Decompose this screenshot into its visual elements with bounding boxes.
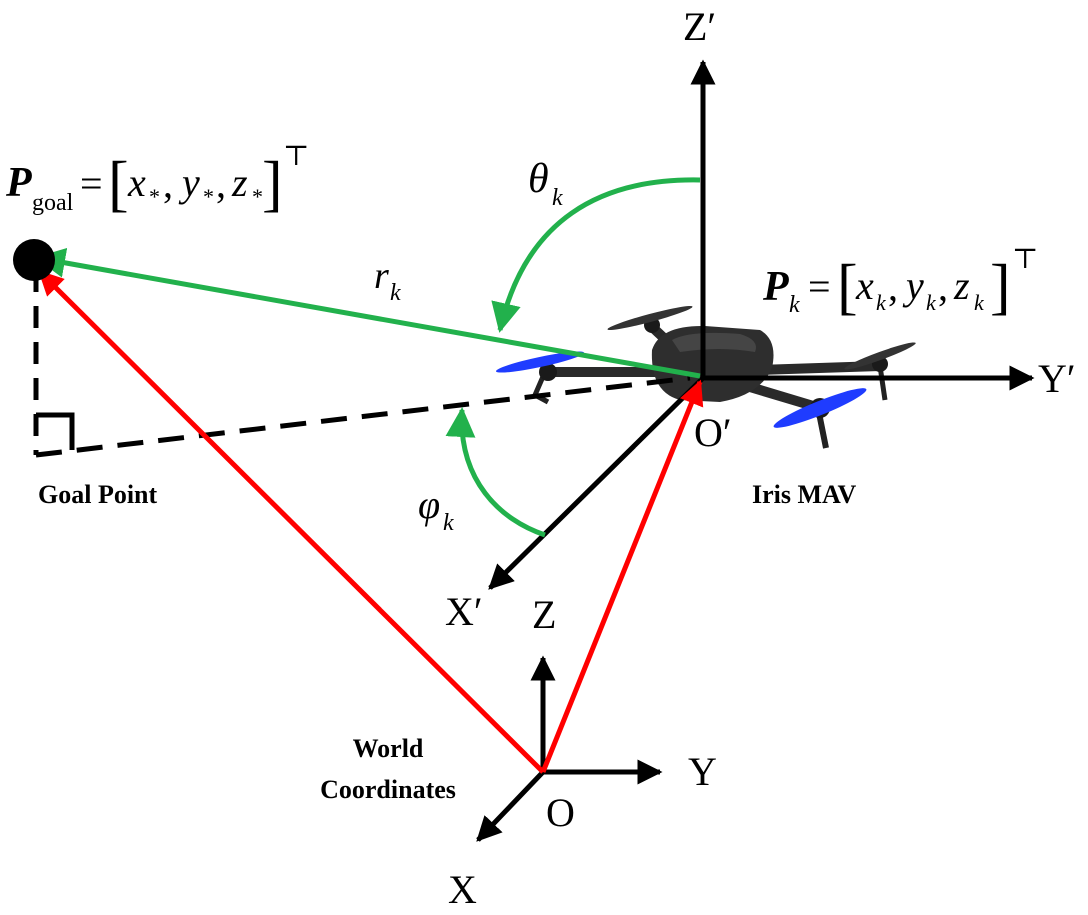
p-k-transpose: ⊤ xyxy=(1012,244,1038,275)
goal-point-label: Goal Point xyxy=(38,480,158,509)
position-vectors xyxy=(38,270,704,774)
p-k-left-bracket: [ xyxy=(837,253,858,321)
world-coordinates-label-line1: World xyxy=(353,734,424,763)
p-k-x-sub: k xyxy=(876,290,887,315)
world-y-axis-label: Y xyxy=(688,749,717,794)
phi-symbol: φ xyxy=(418,482,440,527)
projection-lines xyxy=(33,270,691,458)
phi-angle-arc xyxy=(445,407,546,538)
theta-angle-arc xyxy=(491,177,701,333)
p-goal-x-star: * xyxy=(149,184,160,209)
relative-vector-rk xyxy=(35,247,701,379)
body-y-axis-label: Y′ xyxy=(1038,356,1076,401)
right-angle-marker xyxy=(36,412,75,450)
p-goal-x: x xyxy=(127,160,146,205)
theta-symbol: θ xyxy=(528,156,549,202)
p-goal-transpose: ⊤ xyxy=(283,141,309,172)
p-k-z-sub: k xyxy=(974,290,985,315)
goal-point-marker xyxy=(13,239,55,281)
p-k-equation: P k = [ x k , y k , z k ] ⊤ xyxy=(762,244,1038,321)
iris-mav-label: Iris MAV xyxy=(752,480,856,509)
motor-left xyxy=(539,363,557,381)
goal-horizontal-dashed-line xyxy=(35,375,691,458)
body-x-axis-label: X′ xyxy=(445,589,483,634)
world-origin-label: O xyxy=(546,790,575,835)
phi-label: φ k xyxy=(418,482,454,536)
p-goal-comma1: , xyxy=(163,161,173,206)
rk-subscript: k xyxy=(390,280,401,306)
p-goal-symbol: P xyxy=(5,160,32,206)
p-goal-z-star: * xyxy=(252,184,263,209)
world-z-axis-label: Z xyxy=(532,592,556,637)
body-x-axis xyxy=(488,376,705,590)
p-k-subscript: k xyxy=(789,292,800,318)
propeller-blue-left xyxy=(495,351,585,373)
p-k-comma1: , xyxy=(888,264,898,309)
body-origin-label: O′ xyxy=(694,410,732,455)
phi-subscript: k xyxy=(443,510,454,536)
p-k-comma2: , xyxy=(938,264,948,309)
theta-label: θ k xyxy=(528,156,563,211)
p-k-symbol: P xyxy=(762,264,789,310)
world-frame-axes xyxy=(476,655,663,842)
p-k-right-bracket: ] xyxy=(990,253,1011,321)
rk-symbol: r xyxy=(374,255,389,297)
drone-position-vector xyxy=(540,379,704,773)
propeller-black-back xyxy=(607,305,693,331)
propeller-blue-front xyxy=(773,388,867,428)
drone-body-highlight xyxy=(672,332,756,352)
p-goal-y: y xyxy=(178,160,200,205)
body-z-axis-label: Z′ xyxy=(683,4,716,49)
world-coordinates-label-line2: Coordinates xyxy=(320,775,456,804)
p-k-z: z xyxy=(953,263,970,308)
world-x-axis xyxy=(476,770,545,842)
p-goal-equals: = xyxy=(80,161,103,206)
world-x-axis-label: X xyxy=(448,867,477,912)
body-frame-axes xyxy=(488,59,1035,590)
p-goal-equation: P goal = [ x * , y * , z * ] ⊤ xyxy=(5,141,309,218)
goal-position-vector xyxy=(38,270,545,774)
p-goal-z: z xyxy=(231,160,248,205)
p-goal-subscript: goal xyxy=(32,190,74,216)
p-goal-comma2: , xyxy=(216,161,226,206)
rk-label: r k xyxy=(374,255,401,306)
p-goal-right-bracket: ] xyxy=(262,150,283,218)
p-k-equals: = xyxy=(808,264,831,309)
p-k-y: y xyxy=(902,263,924,308)
p-goal-y-star: * xyxy=(203,184,214,209)
theta-subscript: k xyxy=(552,185,563,211)
propeller-black-right xyxy=(844,342,916,370)
p-goal-left-bracket: [ xyxy=(108,150,129,218)
p-k-y-sub: k xyxy=(926,290,937,315)
p-k-x: x xyxy=(855,263,874,308)
